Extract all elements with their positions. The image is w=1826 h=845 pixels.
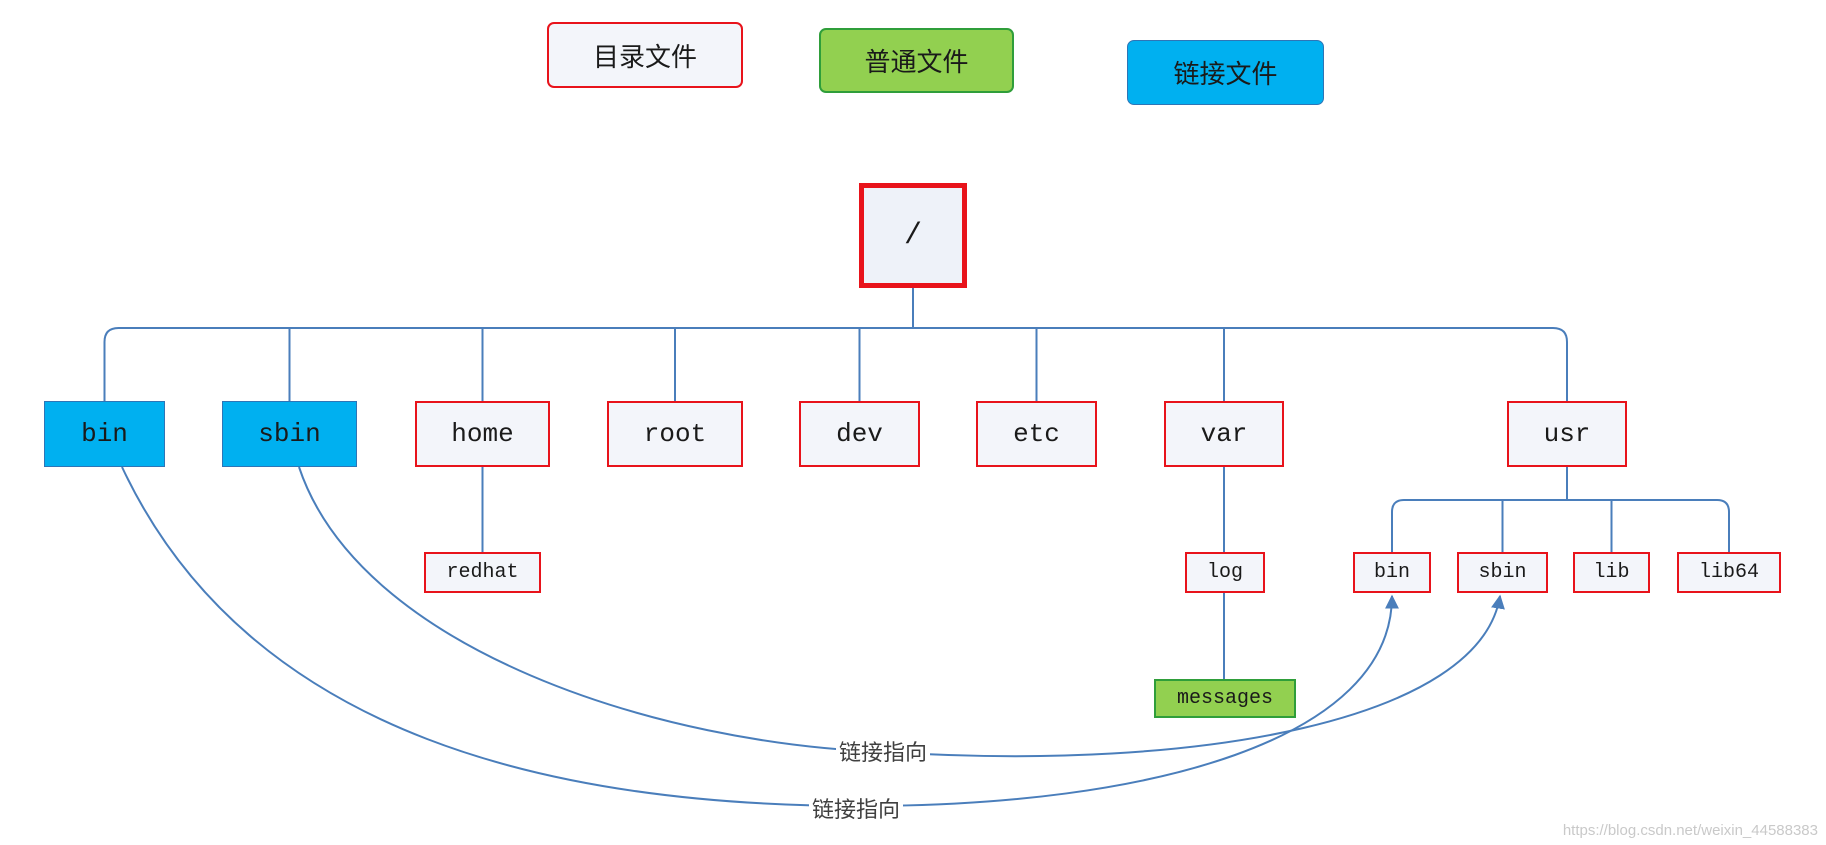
root-directory[interactable]: /	[859, 183, 967, 288]
level1-bus	[103, 327, 1568, 401]
link-curve-bin	[121, 466, 1399, 808]
legend-directory: 目录文件	[547, 22, 743, 88]
node-usr[interactable]: usr	[1507, 401, 1627, 467]
node-var-log[interactable]: log	[1185, 552, 1265, 593]
node-var[interactable]: var	[1164, 401, 1284, 467]
node-var-log-messages[interactable]: messages	[1154, 679, 1296, 718]
node-usr-lib[interactable]: lib	[1573, 552, 1650, 593]
node-usr-lib64[interactable]: lib64	[1677, 552, 1781, 593]
node-usr-bin[interactable]: bin	[1353, 552, 1431, 593]
node-home[interactable]: home	[415, 401, 550, 467]
usr-bus	[1391, 499, 1730, 552]
link-label-bin: 链接指向	[809, 792, 904, 824]
legend-link-file: 链接文件	[1127, 40, 1324, 105]
node-etc[interactable]: etc	[976, 401, 1097, 467]
node-home-redhat[interactable]: redhat	[424, 552, 541, 593]
node-sbin[interactable]: sbin	[222, 401, 357, 467]
node-usr-sbin[interactable]: sbin	[1457, 552, 1548, 593]
link-label-sbin: 链接指向	[836, 735, 931, 767]
node-bin[interactable]: bin	[44, 401, 165, 467]
watermark: https://blog.csdn.net/weixin_44588383	[1562, 822, 1818, 839]
legend-regular-file: 普通文件	[819, 28, 1014, 93]
node-dev[interactable]: dev	[799, 401, 920, 467]
node-root[interactable]: root	[607, 401, 743, 467]
